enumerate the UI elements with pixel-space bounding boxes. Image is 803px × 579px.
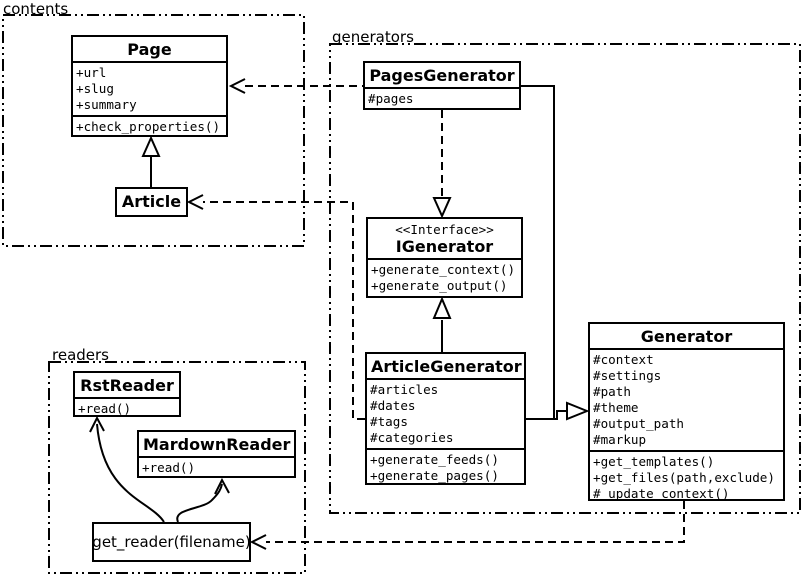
arrowhead-icon xyxy=(89,415,105,433)
class-title: Page xyxy=(73,37,226,63)
class-rstreader: RstReader +read() xyxy=(73,371,181,417)
method: +read() xyxy=(142,460,196,475)
methods-compartment: +get_templates() +get_files(path,exclude… xyxy=(590,450,783,504)
class-pagesgenerator: PagesGenerator #pages xyxy=(363,61,521,110)
attribute: +slug xyxy=(76,81,114,96)
methods-compartment: +generate_context() +generate_output() xyxy=(368,260,521,296)
attribute: #settings xyxy=(593,368,662,383)
attribute: #tags xyxy=(370,414,408,429)
method: +generate_feeds() xyxy=(370,452,499,467)
class-title: MardownReader xyxy=(139,432,294,458)
method: +generate_pages() xyxy=(370,468,499,483)
realization-arrowhead-icon xyxy=(432,197,452,219)
inheritance-arrowhead-icon xyxy=(432,296,452,319)
class-page: Page +url +slug +summary +check_properti… xyxy=(71,35,228,137)
attribute: #context xyxy=(593,352,654,367)
class-generator: Generator #context #settings #path #them… xyxy=(588,322,785,501)
articlegenerator-article-dependency-line xyxy=(203,201,365,420)
arrowhead-icon xyxy=(214,477,230,495)
getreader-mardownreader-arrow-line xyxy=(176,483,223,523)
methods-compartment: +generate_feeds() +generate_pages() xyxy=(367,448,524,486)
inheritance-arrowhead-icon xyxy=(141,135,161,157)
articlegenerator-generator-line xyxy=(525,410,567,420)
readers-package-label: readers xyxy=(52,346,109,364)
generators-package-border xyxy=(329,43,801,514)
generators-package-label: generators xyxy=(332,28,414,46)
attribute: #dates xyxy=(370,398,416,413)
class-article: Article xyxy=(115,187,188,217)
attribute: #output_path xyxy=(593,416,684,431)
attribute: #pages xyxy=(368,91,414,106)
generator-getreader-dependency-line xyxy=(266,501,685,543)
dependency-arrowhead-icon xyxy=(249,534,267,550)
class-mardownreader: MardownReader +read() xyxy=(137,430,296,478)
attribute: #categories xyxy=(370,430,454,445)
function-label: get_reader(filename) xyxy=(92,533,251,551)
inheritance-arrowhead-icon xyxy=(566,401,590,421)
attribute: +url xyxy=(76,65,107,80)
get-reader-function-box: get_reader(filename) xyxy=(92,522,251,562)
methods-compartment: +check_properties() xyxy=(73,115,226,137)
class-title: ArticleGenerator xyxy=(367,354,524,380)
class-igenerator: <<Interface>> IGenerator +generate_conte… xyxy=(366,217,523,298)
pagesgenerator-generator-line xyxy=(520,85,555,419)
attributes-compartment: #context #settings #path #theme #output_… xyxy=(590,350,783,450)
dependency-arrowhead-icon xyxy=(228,78,246,94)
class-title: RstReader xyxy=(75,373,179,399)
method: +check_properties() xyxy=(76,119,221,134)
class-title: PagesGenerator xyxy=(365,63,519,89)
attribute: #markup xyxy=(593,432,647,447)
attribute: #articles xyxy=(370,382,439,397)
contents-package-border xyxy=(2,14,305,247)
attributes-compartment: +url +slug +summary xyxy=(73,63,226,115)
readers-package-border xyxy=(48,361,306,574)
methods-compartment: +read() xyxy=(75,399,179,419)
attribute: #path xyxy=(593,384,631,399)
contents-package-label: contents xyxy=(3,0,69,18)
methods-compartment: +read() xyxy=(139,458,294,478)
method: +get_templates() xyxy=(593,454,715,469)
dependency-arrowhead-icon xyxy=(186,194,204,210)
class-title: Generator xyxy=(590,324,783,350)
method: +generate_output() xyxy=(371,278,508,293)
method: +get_files(path,exclude) xyxy=(593,470,775,485)
method: +generate_context() xyxy=(371,262,516,277)
method: +read() xyxy=(78,401,132,416)
class-articlegenerator: ArticleGenerator #articles #dates #tags … xyxy=(365,352,526,485)
attributes-compartment: #articles #dates #tags #categories xyxy=(367,380,524,448)
attribute: #theme xyxy=(593,400,639,415)
class-title: IGenerator xyxy=(368,237,521,260)
attributes-compartment: #pages xyxy=(365,89,519,109)
method: #_update_context() xyxy=(593,486,730,501)
getreader-rstreader-arrow-line xyxy=(96,423,165,523)
class-title: Article xyxy=(121,192,182,211)
attribute: +summary xyxy=(76,97,137,112)
stereotype-label: <<Interface>> xyxy=(395,222,494,237)
